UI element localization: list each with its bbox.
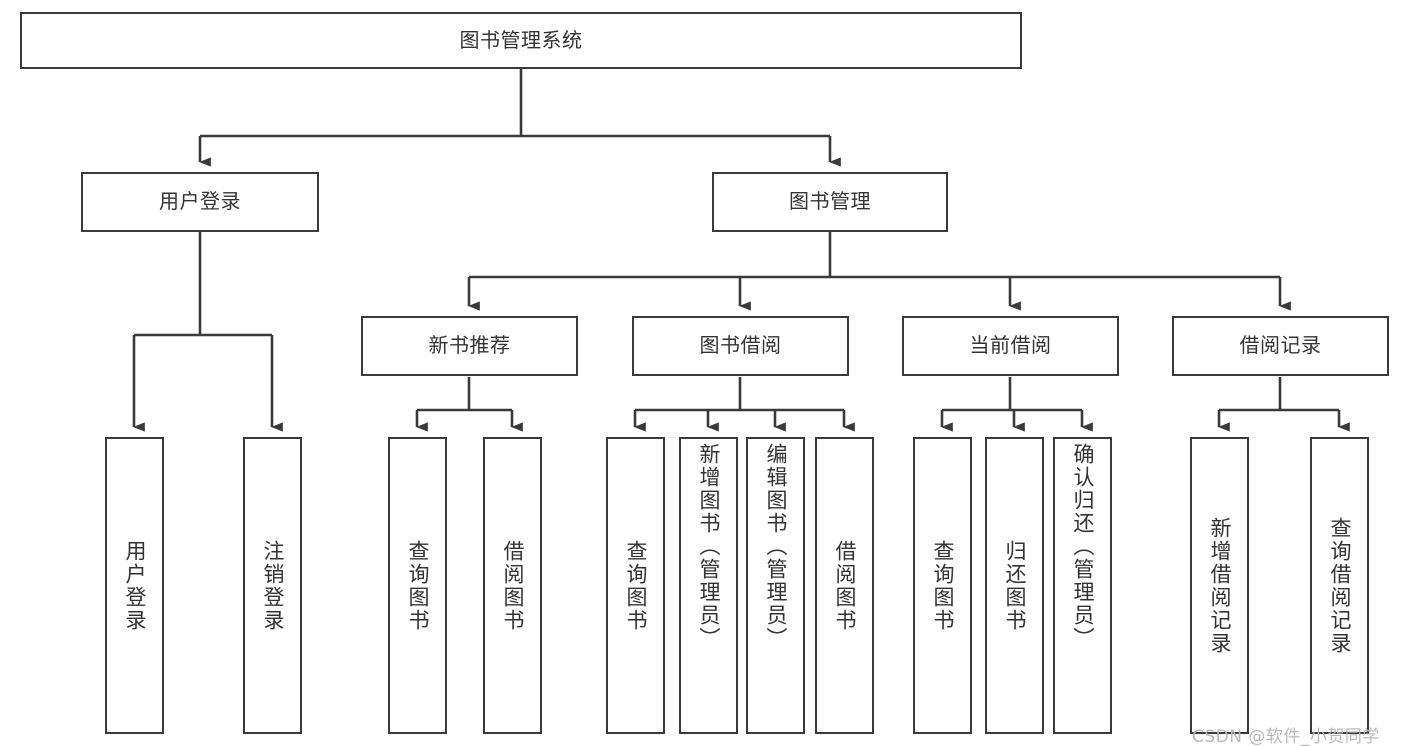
node-level3-4[interactable]: 借阅记录 — [1172, 316, 1389, 376]
node-leaf-5[interactable]: 查询图书 — [606, 437, 665, 734]
node-level3-1[interactable]: 新书推荐 — [361, 316, 578, 376]
node-level3-2-label: 图书借阅 — [699, 333, 782, 358]
node-leaf-12[interactable]: 新增借阅记录 — [1190, 437, 1249, 734]
node-level3-3[interactable]: 当前借阅 — [902, 316, 1119, 376]
node-leaf-4-label: 借阅图书 — [501, 539, 525, 632]
node-leaf-10[interactable]: 归还图书 — [985, 437, 1044, 734]
node-leaf-1-label: 用户登录 — [123, 539, 147, 632]
node-root[interactable]: 图书管理系统 — [20, 12, 1022, 69]
node-leaf-4[interactable]: 借阅图书 — [483, 437, 542, 734]
node-leaf-9[interactable]: 查询图书 — [913, 437, 972, 734]
node-level3-4-label: 借阅记录 — [1239, 333, 1322, 358]
node-leaf-8[interactable]: 借阅图书 — [815, 437, 874, 734]
node-level2-1-label: 用户登录 — [159, 189, 241, 214]
node-root-label: 图书管理系统 — [459, 27, 583, 52]
node-leaf-6-label: 新增图书（管理员） — [697, 443, 721, 650]
node-leaf-11[interactable]: 确认归还（管理员） — [1053, 437, 1112, 734]
node-level2-1[interactable]: 用户登录 — [81, 172, 319, 232]
node-leaf-13-label: 查询借阅记录 — [1328, 516, 1352, 655]
node-leaf-3-label: 查询图书 — [406, 539, 430, 632]
node-leaf-3[interactable]: 查询图书 — [388, 437, 447, 734]
node-leaf-5-label: 查询图书 — [624, 539, 648, 632]
node-leaf-10-label: 归还图书 — [1003, 539, 1027, 632]
node-leaf-7[interactable]: 编辑图书（管理员） — [746, 437, 805, 734]
node-level2-2-label: 图书管理 — [789, 189, 871, 214]
node-leaf-13[interactable]: 查询借阅记录 — [1310, 437, 1369, 734]
node-leaf-7-label: 编辑图书（管理员） — [764, 443, 788, 650]
node-level3-1-label: 新书推荐 — [428, 333, 511, 358]
node-level2-2[interactable]: 图书管理 — [712, 172, 948, 232]
node-leaf-11-label: 确认归还（管理员） — [1071, 443, 1095, 650]
node-leaf-2[interactable]: 注销登录 — [243, 437, 302, 734]
node-level3-3-label: 当前借阅 — [969, 333, 1052, 358]
node-leaf-1[interactable]: 用户登录 — [105, 437, 164, 734]
node-leaf-9-label: 查询图书 — [931, 539, 955, 632]
watermark-text: CSDN @软件_小贺同学 — [1192, 727, 1380, 747]
node-level3-2[interactable]: 图书借阅 — [632, 316, 849, 376]
node-leaf-6[interactable]: 新增图书（管理员） — [679, 437, 738, 734]
node-leaf-2-label: 注销登录 — [261, 539, 285, 632]
node-leaf-8-label: 借阅图书 — [833, 539, 857, 632]
node-leaf-12-label: 新增借阅记录 — [1208, 516, 1232, 655]
